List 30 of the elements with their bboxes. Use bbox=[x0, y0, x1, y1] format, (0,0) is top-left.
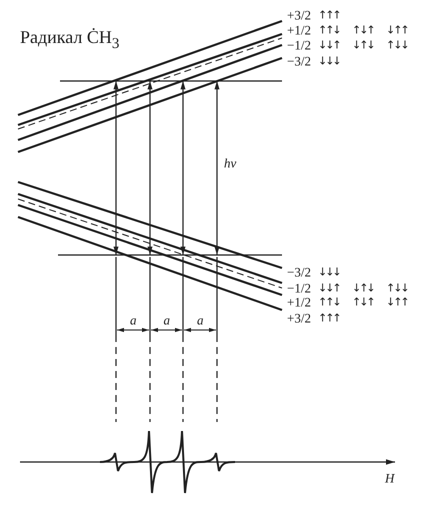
spin-configuration: ↑↓↓ bbox=[386, 40, 408, 50]
spin-configuration: ↑↓↓ bbox=[386, 282, 408, 294]
spin-value: −3/2 bbox=[287, 54, 311, 68]
spin-configuration: ↓↓↑ bbox=[318, 282, 340, 294]
dimension-label: a bbox=[130, 314, 136, 326]
spin-value: −3/2 bbox=[287, 266, 311, 278]
spin-configuration: ↓↑↑ bbox=[386, 24, 408, 36]
spin-configuration: ↓↓↓ bbox=[318, 56, 340, 66]
spin-configuration: ↑↓↑ bbox=[352, 296, 374, 308]
spin-configuration: ↑↑↑ bbox=[318, 10, 340, 20]
spin-configuration: ↓↓↓ bbox=[318, 266, 340, 278]
spin-configuration: ↑↑↓ bbox=[318, 24, 340, 36]
spin-value: +1/2 bbox=[287, 24, 311, 36]
spin-value: +3/2 bbox=[287, 8, 311, 22]
spin-configuration: ↓↓↑ bbox=[318, 40, 340, 50]
spin-configuration: ↓↑↑ bbox=[386, 296, 408, 308]
spin-configuration: ↓↑↓ bbox=[352, 282, 374, 294]
axis-label: H bbox=[385, 472, 394, 484]
spin-value: −1/2 bbox=[287, 282, 311, 294]
spin-value: +3/2 bbox=[287, 312, 311, 324]
spin-configuration: ↑↑↓ bbox=[318, 296, 340, 308]
spin-value: −1/2 bbox=[287, 38, 311, 52]
dimension-label: a bbox=[197, 314, 204, 326]
title: Радикал ĊH$_{3}$ bbox=[20, 28, 120, 52]
spin-configuration: ↑↓↑ bbox=[352, 24, 374, 36]
spin-value: +1/2 bbox=[287, 296, 311, 308]
quantum-label: hν bbox=[224, 156, 236, 170]
spin-configuration: ↓↑↓ bbox=[352, 40, 374, 50]
spin-configuration: ↑↑↑ bbox=[318, 312, 340, 324]
dimension-label: a bbox=[164, 314, 170, 326]
